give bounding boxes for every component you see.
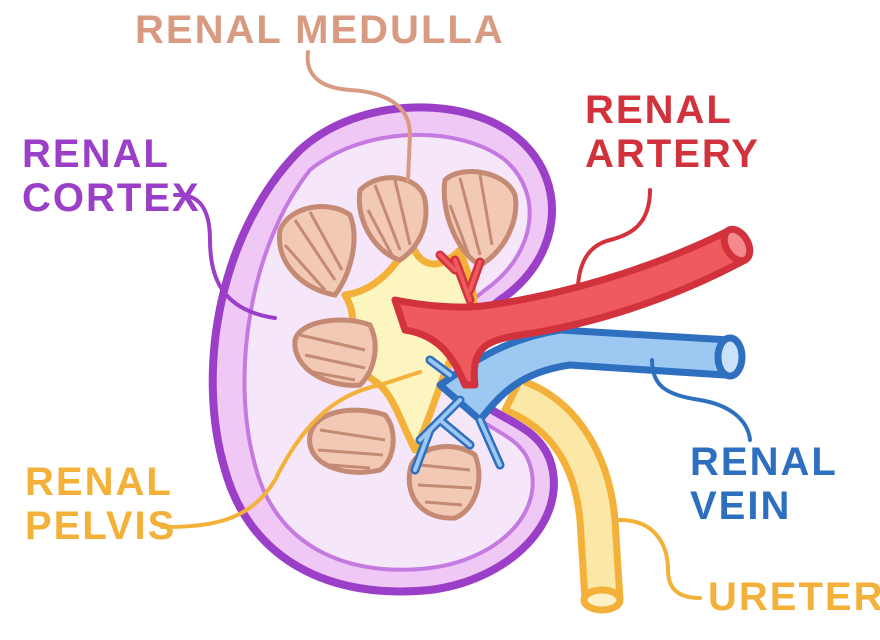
cortex-leader-line	[173, 192, 277, 320]
ureter-leader-line	[618, 518, 702, 600]
pelvis-leader-line	[160, 370, 422, 529]
medulla-leader-line	[305, 50, 413, 182]
medulla-pyramids	[276, 169, 519, 521]
renal-artery-vessel	[391, 225, 754, 389]
medulla-stripes	[283, 174, 494, 507]
vein-leader-line	[650, 358, 752, 442]
label-ureter: URETER	[708, 575, 880, 619]
artery-leader-line	[576, 188, 652, 287]
ureter-tube	[501, 376, 624, 614]
label-renal-medulla: RENAL MEDULLA	[135, 8, 505, 52]
